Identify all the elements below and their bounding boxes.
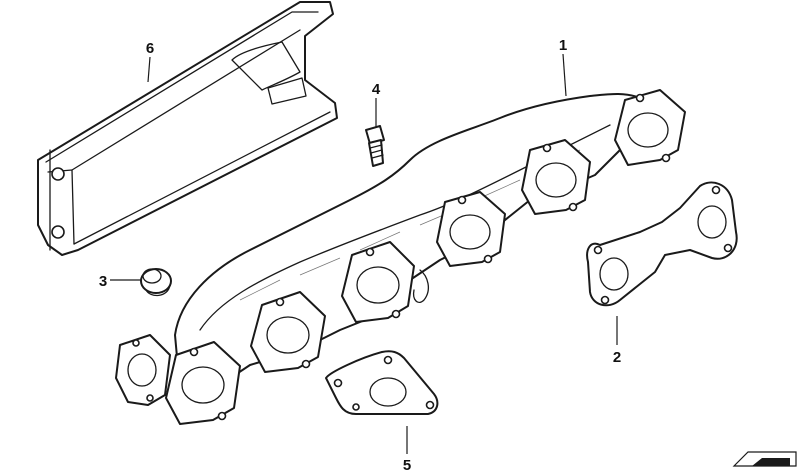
- callout-6: 6: [146, 40, 154, 57]
- callout-5: 5: [403, 457, 411, 473]
- callout-2: 2: [613, 349, 621, 366]
- manifold-flange-2: [250, 291, 326, 373]
- callout-3: 3: [99, 273, 107, 290]
- heat-shield-part-6[interactable]: [37, 1, 338, 256]
- callout-4: 4: [372, 81, 381, 98]
- manifold-outlet-flange: [115, 334, 171, 406]
- arrow-tag-icon: [732, 451, 797, 467]
- bolt-part-4[interactable]: [365, 125, 385, 167]
- manifold-flange-4: [436, 191, 506, 267]
- manifold-flange-3: [341, 241, 415, 323]
- gasket-part-5[interactable]: [325, 350, 439, 415]
- manifold-flange-6: [614, 89, 686, 166]
- gasket-part-2[interactable]: [586, 181, 738, 307]
- grommet-part-3[interactable]: [140, 268, 172, 297]
- leader-lines: [110, 53, 618, 454]
- callout-1: 1: [559, 37, 567, 54]
- manifold-flange-5: [521, 139, 591, 215]
- manifold-flange-1: [165, 341, 241, 425]
- exhaust-manifold-part-1[interactable]: [115, 89, 686, 425]
